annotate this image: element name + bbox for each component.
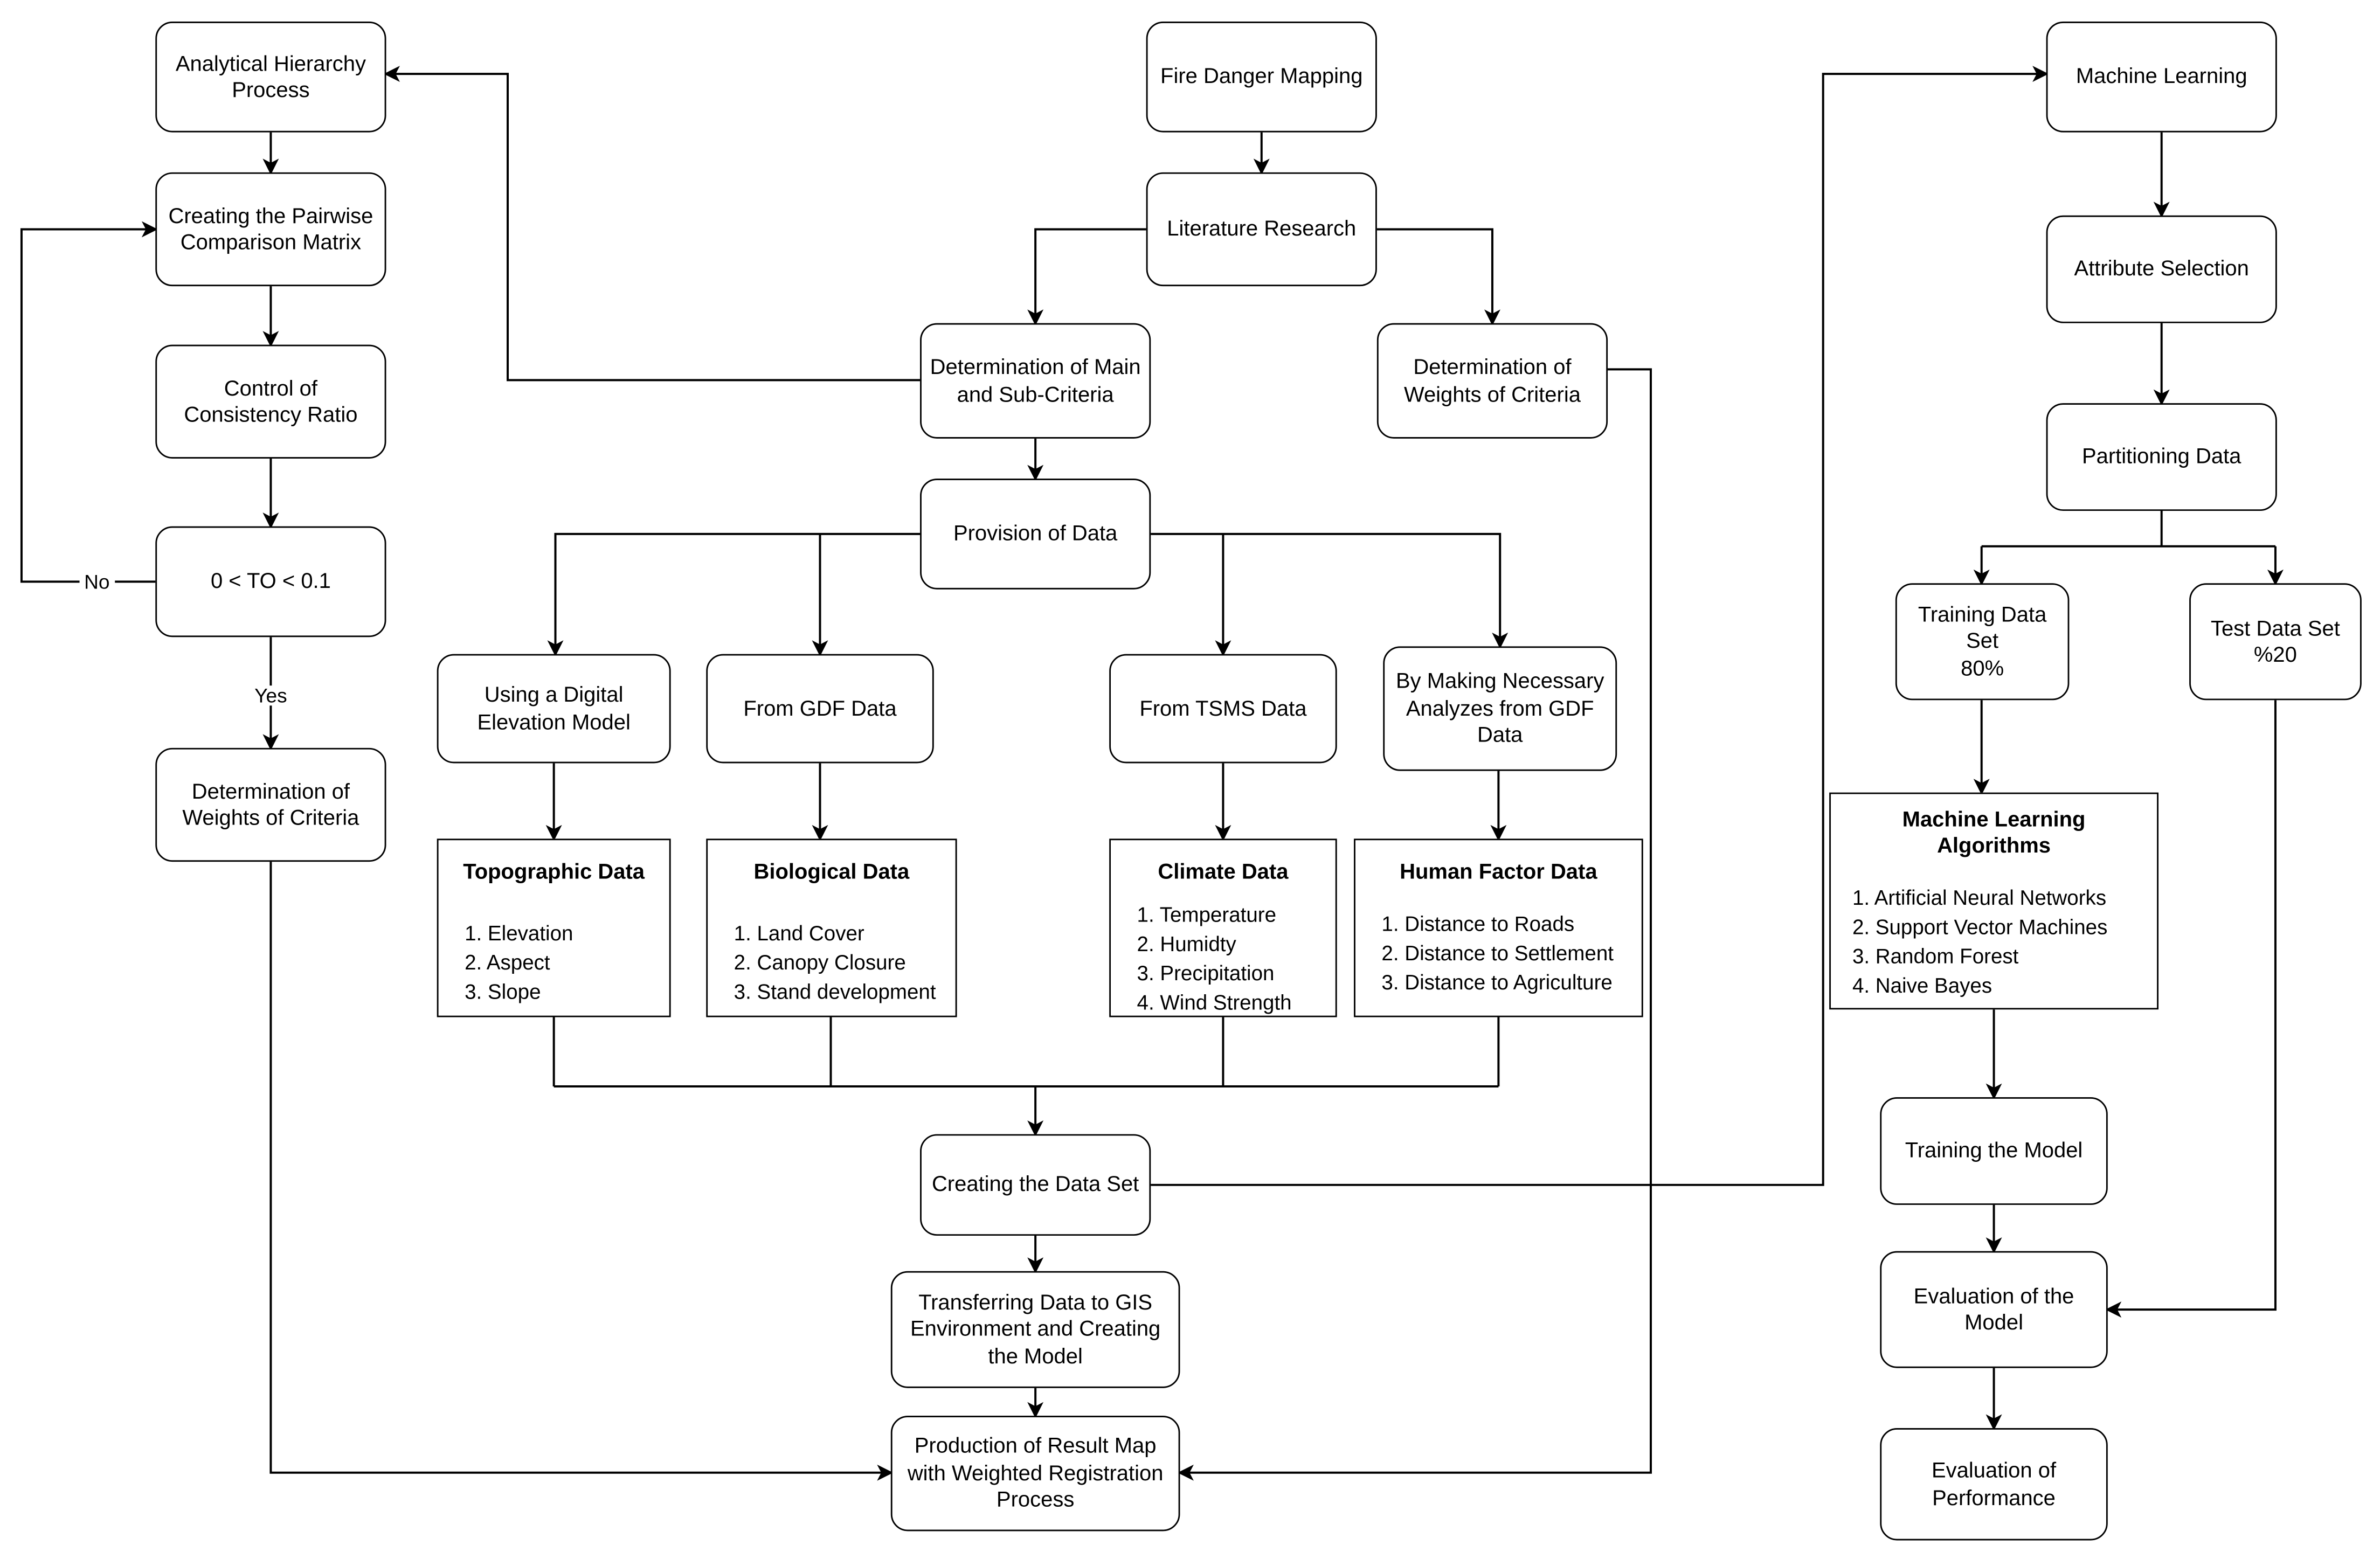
node-determination-main-sub-criteria: Determination of Main and Sub-Criteria xyxy=(920,323,1151,439)
node-machine-learning: Machine Learning xyxy=(2046,21,2277,133)
list-item: 1. Distance to Roads xyxy=(1381,912,1575,936)
node-label: Determination of Main and Sub-Criteria xyxy=(930,354,1141,406)
node-to-condition: 0 < TO < 0.1 xyxy=(155,526,386,638)
node-label: From GDF Data xyxy=(743,695,897,720)
node-label: Evaluation of Performance xyxy=(1931,1457,2057,1509)
group-title: Climate Data xyxy=(1158,858,1289,884)
list-item: 3. Precipitation xyxy=(1137,962,1275,985)
node-label: Partitioning Data xyxy=(2081,444,2241,468)
node-label: Production of Result Map with Weighted R… xyxy=(907,1433,1164,1512)
node-label: Training the Model xyxy=(1905,1138,2083,1162)
list-item: 2. Support Vector Machines xyxy=(1852,915,2108,939)
node-label: By Making Necessary Analyzes from GDF Da… xyxy=(1395,668,1604,747)
group-human-factor-data: Human Factor Data 1. Distance to Roads 2… xyxy=(1354,839,1643,1017)
node-creating-the-data-set: Creating the Data Set xyxy=(920,1134,1151,1236)
edge-weightsleft-result xyxy=(269,862,894,1481)
group-climate-data: Climate Data 1. Temperature 2. Humidty 3… xyxy=(1109,839,1337,1017)
node-evaluation-of-the-model: Evaluation of the Model xyxy=(1880,1251,2108,1368)
node-training-data-set: Training Data Set 80% xyxy=(1895,583,2070,701)
node-label: Creating the Pairwise Comparison Matrix xyxy=(168,202,373,254)
node-fire-danger-mapping: Fire Danger Mapping xyxy=(1146,21,1377,133)
node-label: Test Data Set %20 xyxy=(2210,614,2340,667)
group-topographic-data: Topographic Data 1. Elevation 2. Aspect … xyxy=(437,839,671,1017)
list-item: 1. Land Cover xyxy=(734,921,864,945)
node-label: From TSMS Data xyxy=(1139,695,1307,720)
list-item: 3. Slope xyxy=(465,980,541,1004)
node-label: Analytical Hierarchy Process xyxy=(175,50,366,102)
list-item: 4. Naive Bayes xyxy=(1852,974,1992,997)
list-item: 1. Elevation xyxy=(465,921,573,945)
node-literature-research: Literature Research xyxy=(1146,172,1377,287)
group-items: 1. Artificial Neural Networks 2. Support… xyxy=(1843,883,2145,1001)
edge-mainsub-ahp xyxy=(384,66,921,382)
node-digital-elevation-model: Using a Digital Elevation Model xyxy=(437,654,671,764)
node-from-tsms-data: From TSMS Data xyxy=(1109,654,1337,764)
list-item: 2. Aspect xyxy=(465,951,550,974)
node-analytical-hierarchy-process: Analytical Hierarchy Process xyxy=(155,21,386,133)
group-title: Biological Data xyxy=(753,858,910,884)
group-items: 1. Temperature 2. Humidty 3. Precipitati… xyxy=(1123,900,1323,1018)
group-title: Topographic Data xyxy=(463,858,645,884)
node-label: Machine Learning xyxy=(2075,63,2247,88)
node-provision-of-data: Provision of Data xyxy=(920,479,1151,590)
edge-label-yes: Yes xyxy=(250,685,292,705)
node-production-result-map: Production of Result Map with Weighted R… xyxy=(890,1416,1180,1532)
edge-provision-dem xyxy=(547,532,921,657)
node-label: Creating the Data Set xyxy=(931,1171,1139,1196)
edge-no-loop xyxy=(20,221,158,583)
list-item: 1. Artificial Neural Networks xyxy=(1852,885,2107,909)
edge-provision-gdf2 xyxy=(1151,532,1509,649)
list-item: 3. Random Forest xyxy=(1852,945,2019,968)
node-partitioning-data: Partitioning Data xyxy=(2046,403,2277,511)
list-item: 2. Humidty xyxy=(1137,932,1236,956)
edge-dataset-ml xyxy=(1151,66,2049,1186)
edge-literature-mainsub xyxy=(1027,228,1146,326)
group-machine-learning-algorithms: Machine Learning Algorithms 1. Artificia… xyxy=(1829,792,2159,1010)
list-item: 4. Wind Strength xyxy=(1137,991,1292,1015)
node-label: Provision of Data xyxy=(953,520,1118,545)
edge-test-evalmodel xyxy=(2105,700,2277,1318)
node-training-the-model: Training the Model xyxy=(1880,1097,2108,1205)
node-pairwise-comparison-matrix: Creating the Pairwise Comparison Matrix xyxy=(155,172,386,287)
edge-literature-weightscenter xyxy=(1376,228,1500,326)
list-item: 1. Temperature xyxy=(1137,903,1277,926)
node-label: Control of Consistency Ratio xyxy=(184,375,358,427)
node-attribute-selection: Attribute Selection xyxy=(2046,215,2277,323)
node-determination-weights-left: Determination of Weights of Criteria xyxy=(155,747,386,862)
node-transferring-to-gis: Transferring Data to GIS Environment and… xyxy=(890,1271,1180,1388)
list-item: 3. Distance to Agriculture xyxy=(1381,971,1613,995)
group-biological-data: Biological Data 1. Land Cover 2. Canopy … xyxy=(706,839,957,1017)
node-label: Transferring Data to GIS Environment and… xyxy=(910,1289,1161,1368)
node-control-consistency-ratio: Control of Consistency Ratio xyxy=(155,344,386,459)
node-label: Attribute Selection xyxy=(2074,255,2249,281)
list-item: 2. Canopy Closure xyxy=(734,951,906,974)
node-evaluation-of-performance: Evaluation of Performance xyxy=(1880,1428,2108,1541)
group-items: 1. Elevation 2. Aspect 3. Slope xyxy=(451,918,657,1007)
node-from-gdf-data: From GDF Data xyxy=(706,654,934,764)
node-label: Using a Digital Elevation Model xyxy=(477,682,631,733)
group-title: Human Factor Data xyxy=(1400,858,1597,884)
node-label: Training Data Set 80% xyxy=(1918,601,2047,680)
node-label: Literature Research xyxy=(1167,216,1357,241)
node-label: Evaluation of the Model xyxy=(1913,1283,2074,1334)
node-label: Determination of Weights of Criteria xyxy=(182,778,359,830)
group-title: Machine Learning Algorithms xyxy=(1902,806,2086,857)
node-test-data-set: Test Data Set %20 xyxy=(2189,583,2362,701)
edge-weightscenter-result xyxy=(1177,368,1652,1481)
group-items: 1. Land Cover 2. Canopy Closure 3. Stand… xyxy=(720,918,943,1007)
edge-label-no: No xyxy=(79,571,115,592)
node-label: Determination of Weights of Criteria xyxy=(1403,354,1581,406)
node-label: 0 < TO < 0.1 xyxy=(210,568,331,593)
node-determination-weights-center: Determination of Weights of Criteria xyxy=(1376,323,1608,439)
group-items: 1. Distance to Roads 2. Distance to Sett… xyxy=(1368,909,1629,997)
list-item: 2. Distance to Settlement xyxy=(1381,941,1614,965)
node-label: Fire Danger Mapping xyxy=(1160,63,1363,88)
list-item: 3. Stand development xyxy=(734,980,936,1004)
node-analyzes-from-gdf-data: By Making Necessary Analyzes from GDF Da… xyxy=(1383,646,1617,771)
